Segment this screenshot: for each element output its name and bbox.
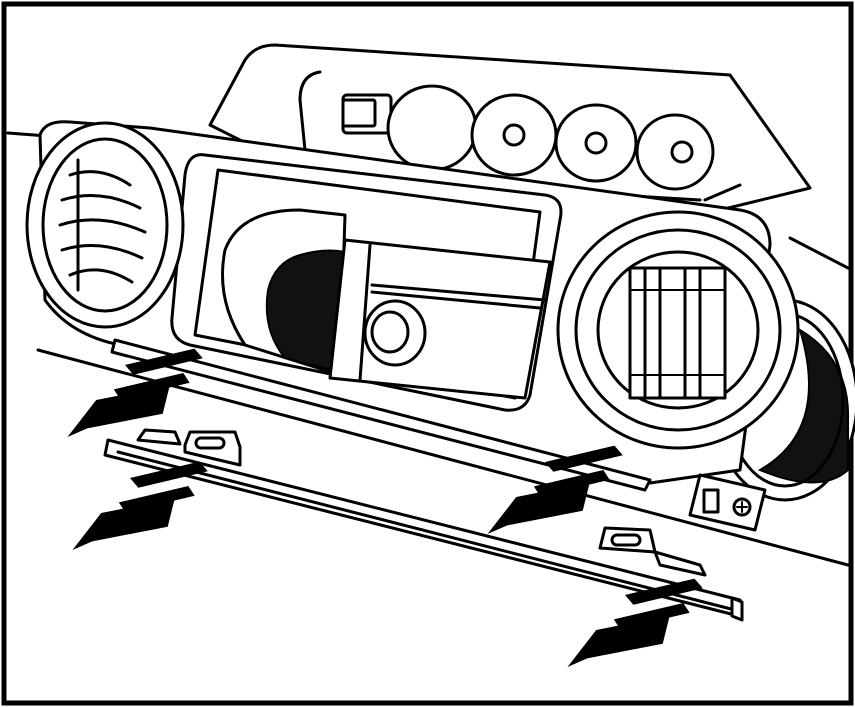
inner-duct xyxy=(221,208,552,400)
left-air-vent xyxy=(25,121,185,329)
right-air-vent xyxy=(556,210,800,450)
inner-module xyxy=(328,238,552,400)
control-knob-1 xyxy=(386,84,478,172)
control-knob-row xyxy=(341,84,715,191)
bracket-slot xyxy=(702,488,720,514)
lower-trim-strip xyxy=(103,428,744,622)
mounting-screw-bracket xyxy=(688,473,767,532)
